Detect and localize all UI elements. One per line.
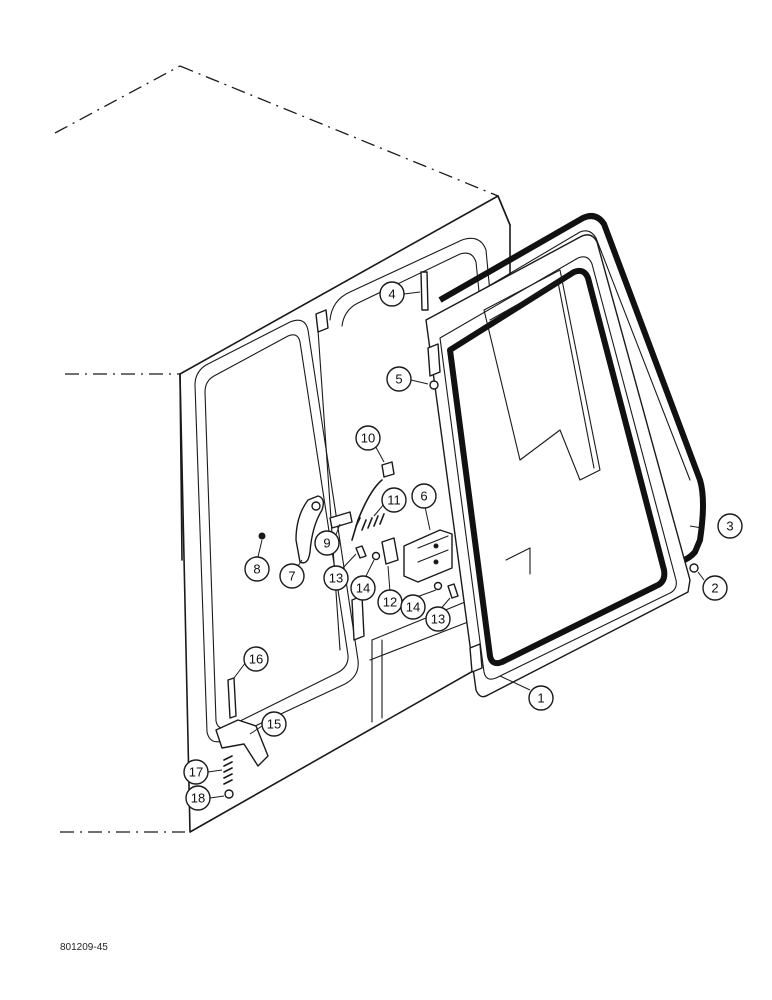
callout-11: 11 — [381, 487, 407, 513]
hardware — [215, 271, 699, 799]
callout-3: 3 — [717, 513, 743, 539]
callout-13b: 13 — [425, 606, 451, 632]
callout-label: 1 — [537, 691, 544, 706]
callout-label: 6 — [420, 489, 427, 504]
callout-label: 14 — [356, 581, 370, 596]
callout-1: 1 — [528, 685, 554, 711]
callout-label: 13 — [431, 612, 445, 627]
callout-18: 18 — [185, 785, 211, 811]
callout-14a: 14 — [350, 575, 376, 601]
callout-label: 4 — [388, 287, 395, 302]
callout-label: 9 — [323, 536, 330, 551]
door-frame — [425, 234, 691, 698]
callout-12: 12 — [377, 589, 403, 615]
callout-14b: 14 — [400, 594, 426, 620]
callout-label: 18 — [191, 791, 205, 806]
callout-9: 9 — [314, 530, 340, 556]
callout-15: 15 — [261, 711, 287, 737]
callout-label: 15 — [267, 717, 281, 732]
callout-label: 5 — [395, 372, 402, 387]
callout-17: 17 — [183, 759, 209, 785]
callout-8: 8 — [244, 556, 270, 582]
callout-4: 4 — [379, 281, 405, 307]
callout-label: 3 — [726, 519, 733, 534]
callout-16: 16 — [243, 646, 269, 672]
callout-label: 7 — [288, 569, 295, 584]
callout-label: 11 — [387, 493, 401, 508]
door-seal — [438, 213, 706, 565]
figure-reference-code: 801209-45 — [60, 942, 108, 953]
callout-2: 2 — [702, 575, 728, 601]
callout-13a: 13 — [323, 565, 349, 591]
callout-5: 5 — [386, 366, 412, 392]
cab-outline — [54, 65, 511, 833]
callout-label: 10 — [361, 431, 375, 446]
callout-label: 12 — [383, 595, 397, 610]
callout-7: 7 — [279, 563, 305, 589]
callouts: 1 2 3 4 5 6 7 8 9 10 11 12 13 13 14 14 1… — [183, 281, 743, 811]
callout-label: 8 — [253, 562, 260, 577]
callout-label: 14 — [406, 600, 420, 615]
callout-label: 17 — [189, 765, 203, 780]
callout-10: 10 — [355, 425, 381, 451]
callout-label: 13 — [329, 571, 343, 586]
callout-label: 16 — [249, 652, 263, 667]
callout-label: 2 — [711, 581, 718, 596]
callout-6: 6 — [411, 483, 437, 509]
